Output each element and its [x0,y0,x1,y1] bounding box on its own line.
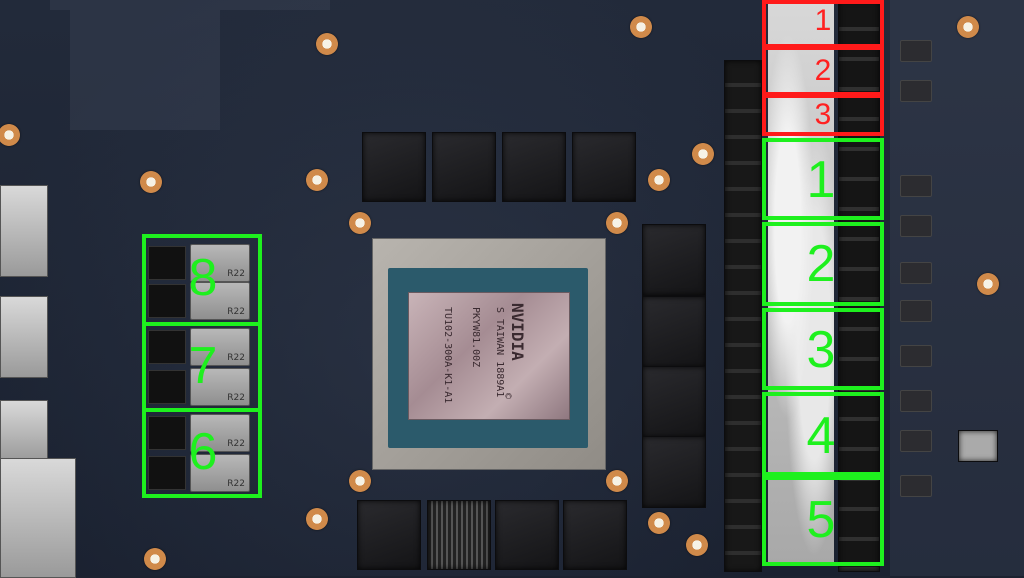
pcb-trace [70,10,220,130]
capacitor [900,262,932,284]
mounting-via [648,169,670,191]
memory-chip [642,366,706,438]
gpu-die-origin: S TAIWAN 1889A1 [494,307,505,398]
capacitor [900,300,932,322]
mounting-via [316,33,338,55]
memory-phase-box [762,94,884,136]
gpu-phase-number: 4 [806,407,836,465]
mounting-via [648,512,670,534]
gpu-phase-box [762,308,884,390]
mosfet [148,456,186,490]
capacitor [900,215,932,237]
gpu-phase-number: 3 [806,321,836,379]
memory-chip [572,132,636,202]
gpu-die-code: PKYW81.00Z [470,307,481,368]
mounting-via [144,548,166,570]
gpu-die: NVIDIA TU102-300A-K1-A1 S TAIWAN 1889A1 … [408,292,570,420]
gpu-phase-number: 1 [806,151,836,209]
mounting-via [692,143,714,165]
mosfet [148,370,186,404]
gpu-phase-box [762,476,884,566]
mosfet [148,416,186,450]
gpu-phase-box [762,222,884,306]
gpu-die-mark: © [502,393,513,400]
mounting-via [606,470,628,492]
memory-chip [502,132,566,202]
usb-c-connector [0,458,76,578]
capacitor [900,175,932,197]
capacitor [900,390,932,412]
capacitor [900,430,932,452]
memory-chip [642,296,706,368]
mosfet-column [724,60,762,572]
inductor: R22 [190,282,250,320]
memory-chip [563,500,627,570]
capacitor [900,40,932,62]
mounting-via [306,508,328,530]
mounting-via [349,212,371,234]
gpu-phase-number: 5 [806,491,836,549]
memory-chip [642,224,706,296]
gpu-phase-number: 2 [806,235,836,293]
memory-chip [362,132,426,202]
capacitor [900,475,932,497]
inductor: R22 [190,454,250,492]
inductor: R22 [190,328,250,366]
memory-chip [642,436,706,508]
memory-phase-number: 3 [814,98,832,131]
memory-chip [357,500,421,570]
memory-chip [432,132,496,202]
gpu-die-brand: NVIDIA [508,303,527,361]
hdmi-connector [0,296,48,378]
inductor: R22 [190,414,250,452]
capacitor [900,345,932,367]
mosfet [148,246,186,280]
gpu-phase-box [762,138,884,220]
mounting-via [606,212,628,234]
gpu-phase-number: 6 [188,423,218,481]
gpu-phase-box [762,392,884,476]
mounting-via [686,534,708,556]
mounting-via [306,169,328,191]
capacitor [900,80,932,102]
display-port-connector [0,400,48,462]
mounting-via [0,124,20,146]
memory-phase-number: 1 [814,4,832,37]
gpu-die-model: TU102-300A-K1-A1 [442,307,453,404]
memory-phase-number: 2 [814,54,832,87]
memory-chip [495,500,559,570]
gpu-phase-number: 7 [188,337,218,395]
mounting-via [349,470,371,492]
mounting-via [977,273,999,295]
pcb-trace [50,0,330,10]
gpu-phase-box [142,408,262,498]
display-port-connector [0,185,48,277]
memory-chip [427,500,491,570]
mosfet [148,330,186,364]
mounting-via [630,16,652,38]
inductor: R22 [190,244,250,282]
mounting-via [140,171,162,193]
mounting-via [957,16,979,38]
mosfet [148,284,186,318]
inductor: R22 [190,368,250,406]
inductor-r47 [958,430,998,462]
gpu-phase-number: 8 [188,249,218,307]
